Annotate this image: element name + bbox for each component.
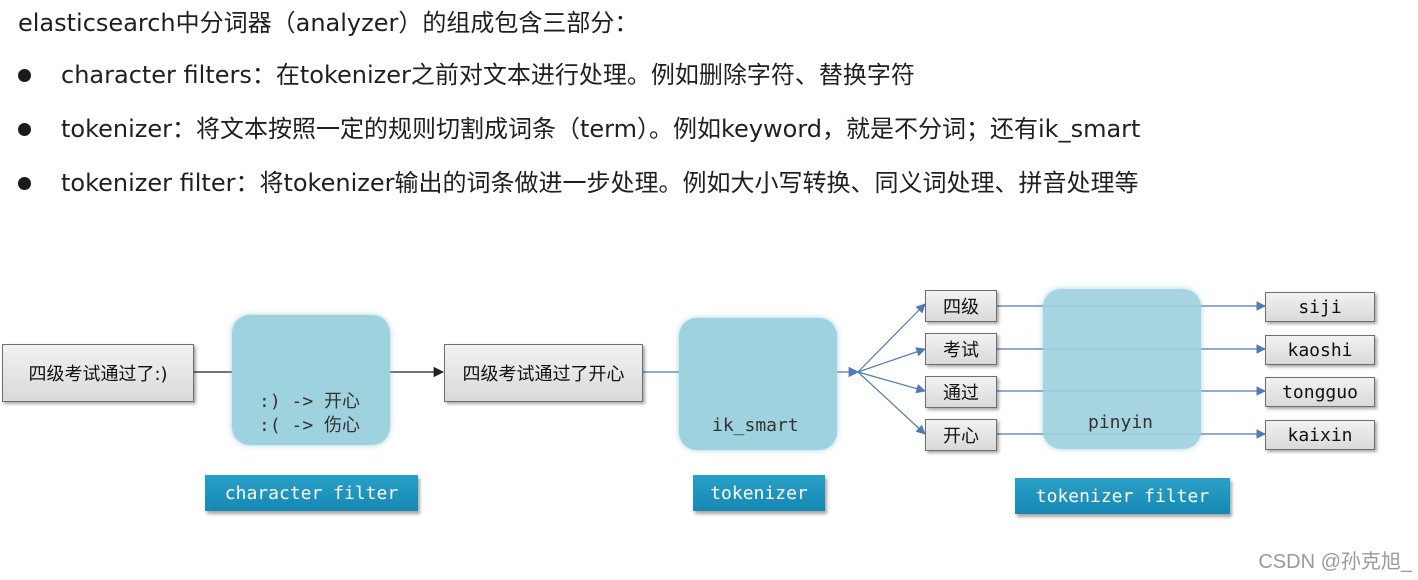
tokenizer-name: ik_smart — [712, 415, 799, 436]
connector-fan-kaixin — [857, 371, 926, 435]
output-box: siji — [1265, 292, 1375, 322]
token-text: 四级 — [943, 297, 979, 318]
token-text: 通过 — [943, 383, 979, 404]
connector-fan-tongguo — [857, 371, 926, 394]
output-text: siji — [1298, 296, 1342, 318]
filtered-text: 四级考试通过了开心 — [462, 364, 625, 385]
heading: elasticsearch中分词器（analyzer）的组成包含三部分： — [18, 9, 639, 37]
output-text: tongguo — [1282, 381, 1358, 403]
connector-fan-siji — [857, 303, 926, 373]
connector-fan-kaoshi — [857, 347, 926, 373]
bullet-text: tokenizer：将文本按照一定的规则切割成词条（term）。例如keywor… — [61, 115, 1141, 143]
token-filter-label: tokenizer filter — [1015, 478, 1230, 514]
bullet-dot-icon — [18, 123, 31, 136]
token-filter-label-text: tokenizer filter — [1035, 485, 1210, 507]
input-text: 四级考试通过了:) — [28, 364, 168, 385]
bullet-text: tokenizer filter：将tokenizer输出的词条做进一步处理。例… — [61, 169, 1139, 197]
token-box: 考试 — [925, 333, 997, 365]
token-filter-name: pinyin — [1088, 412, 1154, 433]
bullet-dot-icon — [18, 177, 31, 190]
char-filter-rule: :) -> 开心 — [259, 391, 361, 412]
tokenizer-label: tokenizer — [693, 475, 825, 511]
output-text: kaixin — [1287, 424, 1353, 446]
token-box: 开心 — [925, 419, 997, 451]
token-text: 开心 — [943, 426, 979, 447]
token-box: 通过 — [925, 376, 997, 408]
character-filter-label-text: character filter — [224, 482, 399, 504]
char-filter-rule: :( -> 伤心 — [259, 415, 361, 436]
token-box: 四级 — [925, 290, 997, 322]
tokenizer-box — [679, 318, 837, 450]
character-filter-box — [232, 315, 390, 445]
token-text: 考试 — [943, 340, 979, 361]
output-box: kaoshi — [1265, 335, 1375, 365]
output-text: kaoshi — [1287, 339, 1353, 361]
tokenizer-label-text: tokenizer — [710, 482, 808, 504]
output-box: tongguo — [1265, 377, 1375, 407]
input-text-box: 四级考试通过了:) — [2, 344, 194, 402]
character-filter-label: character filter — [205, 475, 418, 511]
bullet-text: character filters：在tokenizer之前对文本进行处理。例如… — [61, 61, 915, 89]
filtered-text-box: 四级考试通过了开心 — [444, 344, 643, 402]
token-filter-box — [1043, 289, 1201, 449]
bullet-dot-icon — [18, 69, 31, 82]
output-box: kaixin — [1265, 420, 1375, 450]
watermark: CSDN @孙克旭_ — [1258, 551, 1412, 573]
